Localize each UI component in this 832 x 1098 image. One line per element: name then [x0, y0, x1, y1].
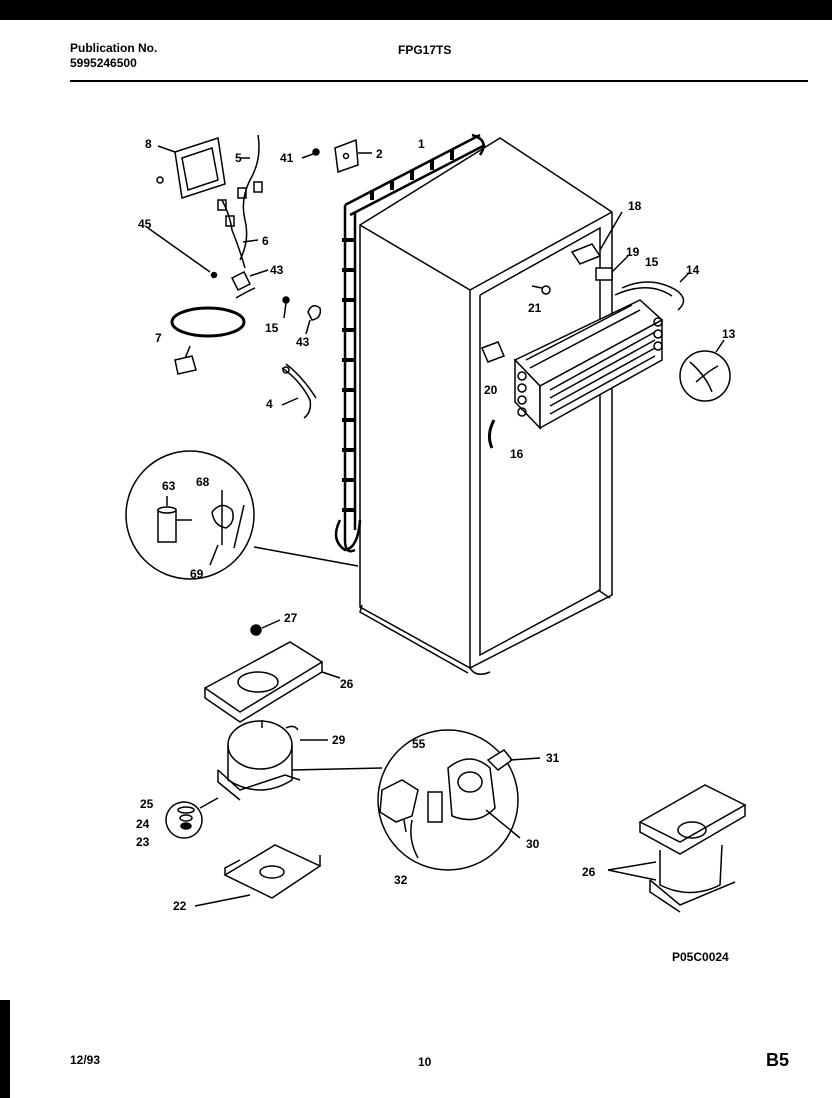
callout-24: 24: [136, 817, 150, 831]
callout-68: 68: [196, 475, 210, 489]
condenser-coil: [334, 133, 486, 553]
callout-26-assembly: 26: [582, 865, 596, 879]
callout-22: 22: [173, 899, 187, 913]
compressor-part-29: [217, 720, 383, 801]
footer-page-number: 10: [418, 1055, 432, 1069]
callout-4: 4: [266, 397, 273, 411]
callout-23: 23: [136, 835, 150, 849]
left-edge-bar: [0, 1000, 10, 1098]
screw-part-41: [301, 148, 320, 159]
callout-14: 14: [686, 263, 700, 277]
bracket-part-18: [570, 211, 623, 265]
wiring-harness: [217, 134, 263, 269]
callout-32: 32: [394, 873, 408, 887]
header-rule: [70, 80, 808, 82]
model-number: FPG17TS: [398, 43, 452, 57]
refrigerator-cabinet: [359, 137, 613, 675]
callout-18: 18: [628, 199, 642, 213]
clip-part-43-lower: [305, 305, 322, 335]
drip-tray-part-28: [203, 641, 341, 723]
frame-part-8: [157, 137, 226, 199]
callout-15-left: 15: [265, 321, 279, 335]
callout-8: 8: [145, 137, 152, 151]
grommet-detail: [165, 797, 219, 839]
callout-31: 31: [546, 751, 560, 765]
compressor-assembly-part-26: [607, 784, 747, 913]
callout-25: 25: [140, 797, 154, 811]
callout-45: 45: [138, 217, 152, 231]
callout-26-tray: 26: [340, 677, 354, 691]
power-cord-part-7: [170, 287, 256, 375]
callout-55: 55: [412, 737, 426, 751]
callout-2: 2: [376, 147, 383, 161]
screw-part-45: [147, 176, 218, 279]
condenser-coil-hatching: [342, 150, 454, 512]
callout-21: 21: [528, 301, 542, 315]
callout-7: 7: [155, 331, 162, 345]
callout-43-upper: 43: [270, 263, 284, 277]
callout-13: 13: [722, 327, 736, 341]
callout-29: 29: [332, 733, 346, 747]
base-bracket-part-22: [194, 844, 322, 907]
clip-part-43: [230, 269, 269, 292]
bracket-part-2: [334, 138, 372, 174]
screw-part-21: [531, 285, 551, 295]
callout-16: 16: [510, 447, 524, 461]
figure-code: P05C0024: [672, 950, 729, 964]
callout-labels: 1 2 4 5 6 7 8 13 14 15 15 16 18 19 20 21…: [136, 137, 736, 913]
clip-part-19: [595, 255, 629, 281]
part-16-tube: [487, 419, 496, 449]
electrical-detail: [377, 729, 541, 871]
tube-part-14: [614, 271, 691, 311]
footer-date: 12/93: [70, 1053, 101, 1067]
callout-5: 5: [235, 151, 242, 165]
callout-41: 41: [280, 151, 294, 165]
callout-1: 1: [418, 137, 425, 151]
grommet-part-27: [250, 619, 281, 636]
callout-15-right: 15: [645, 255, 659, 269]
thermostat-part-4: [281, 363, 317, 419]
callout-27: 27: [284, 611, 298, 625]
footer-section: B5: [766, 1050, 790, 1070]
callout-43-lower: 43: [296, 335, 310, 349]
callout-19: 19: [626, 245, 640, 259]
top-black-bar: [0, 0, 832, 20]
callout-20: 20: [484, 383, 498, 397]
callout-6: 6: [262, 234, 269, 248]
callout-63: 63: [162, 479, 176, 493]
part-20-block: [481, 341, 505, 363]
evaporator-coil-part-15: [513, 299, 664, 430]
detail-13: [679, 339, 731, 402]
detail-circle-capacitor: [125, 450, 359, 580]
callout-69: 69: [190, 567, 204, 581]
callout-30: 30: [526, 837, 540, 851]
publication-label: Publication No.: [70, 41, 158, 55]
screw-part-15-left: [282, 296, 290, 319]
publication-number: 5995246500: [70, 56, 137, 70]
